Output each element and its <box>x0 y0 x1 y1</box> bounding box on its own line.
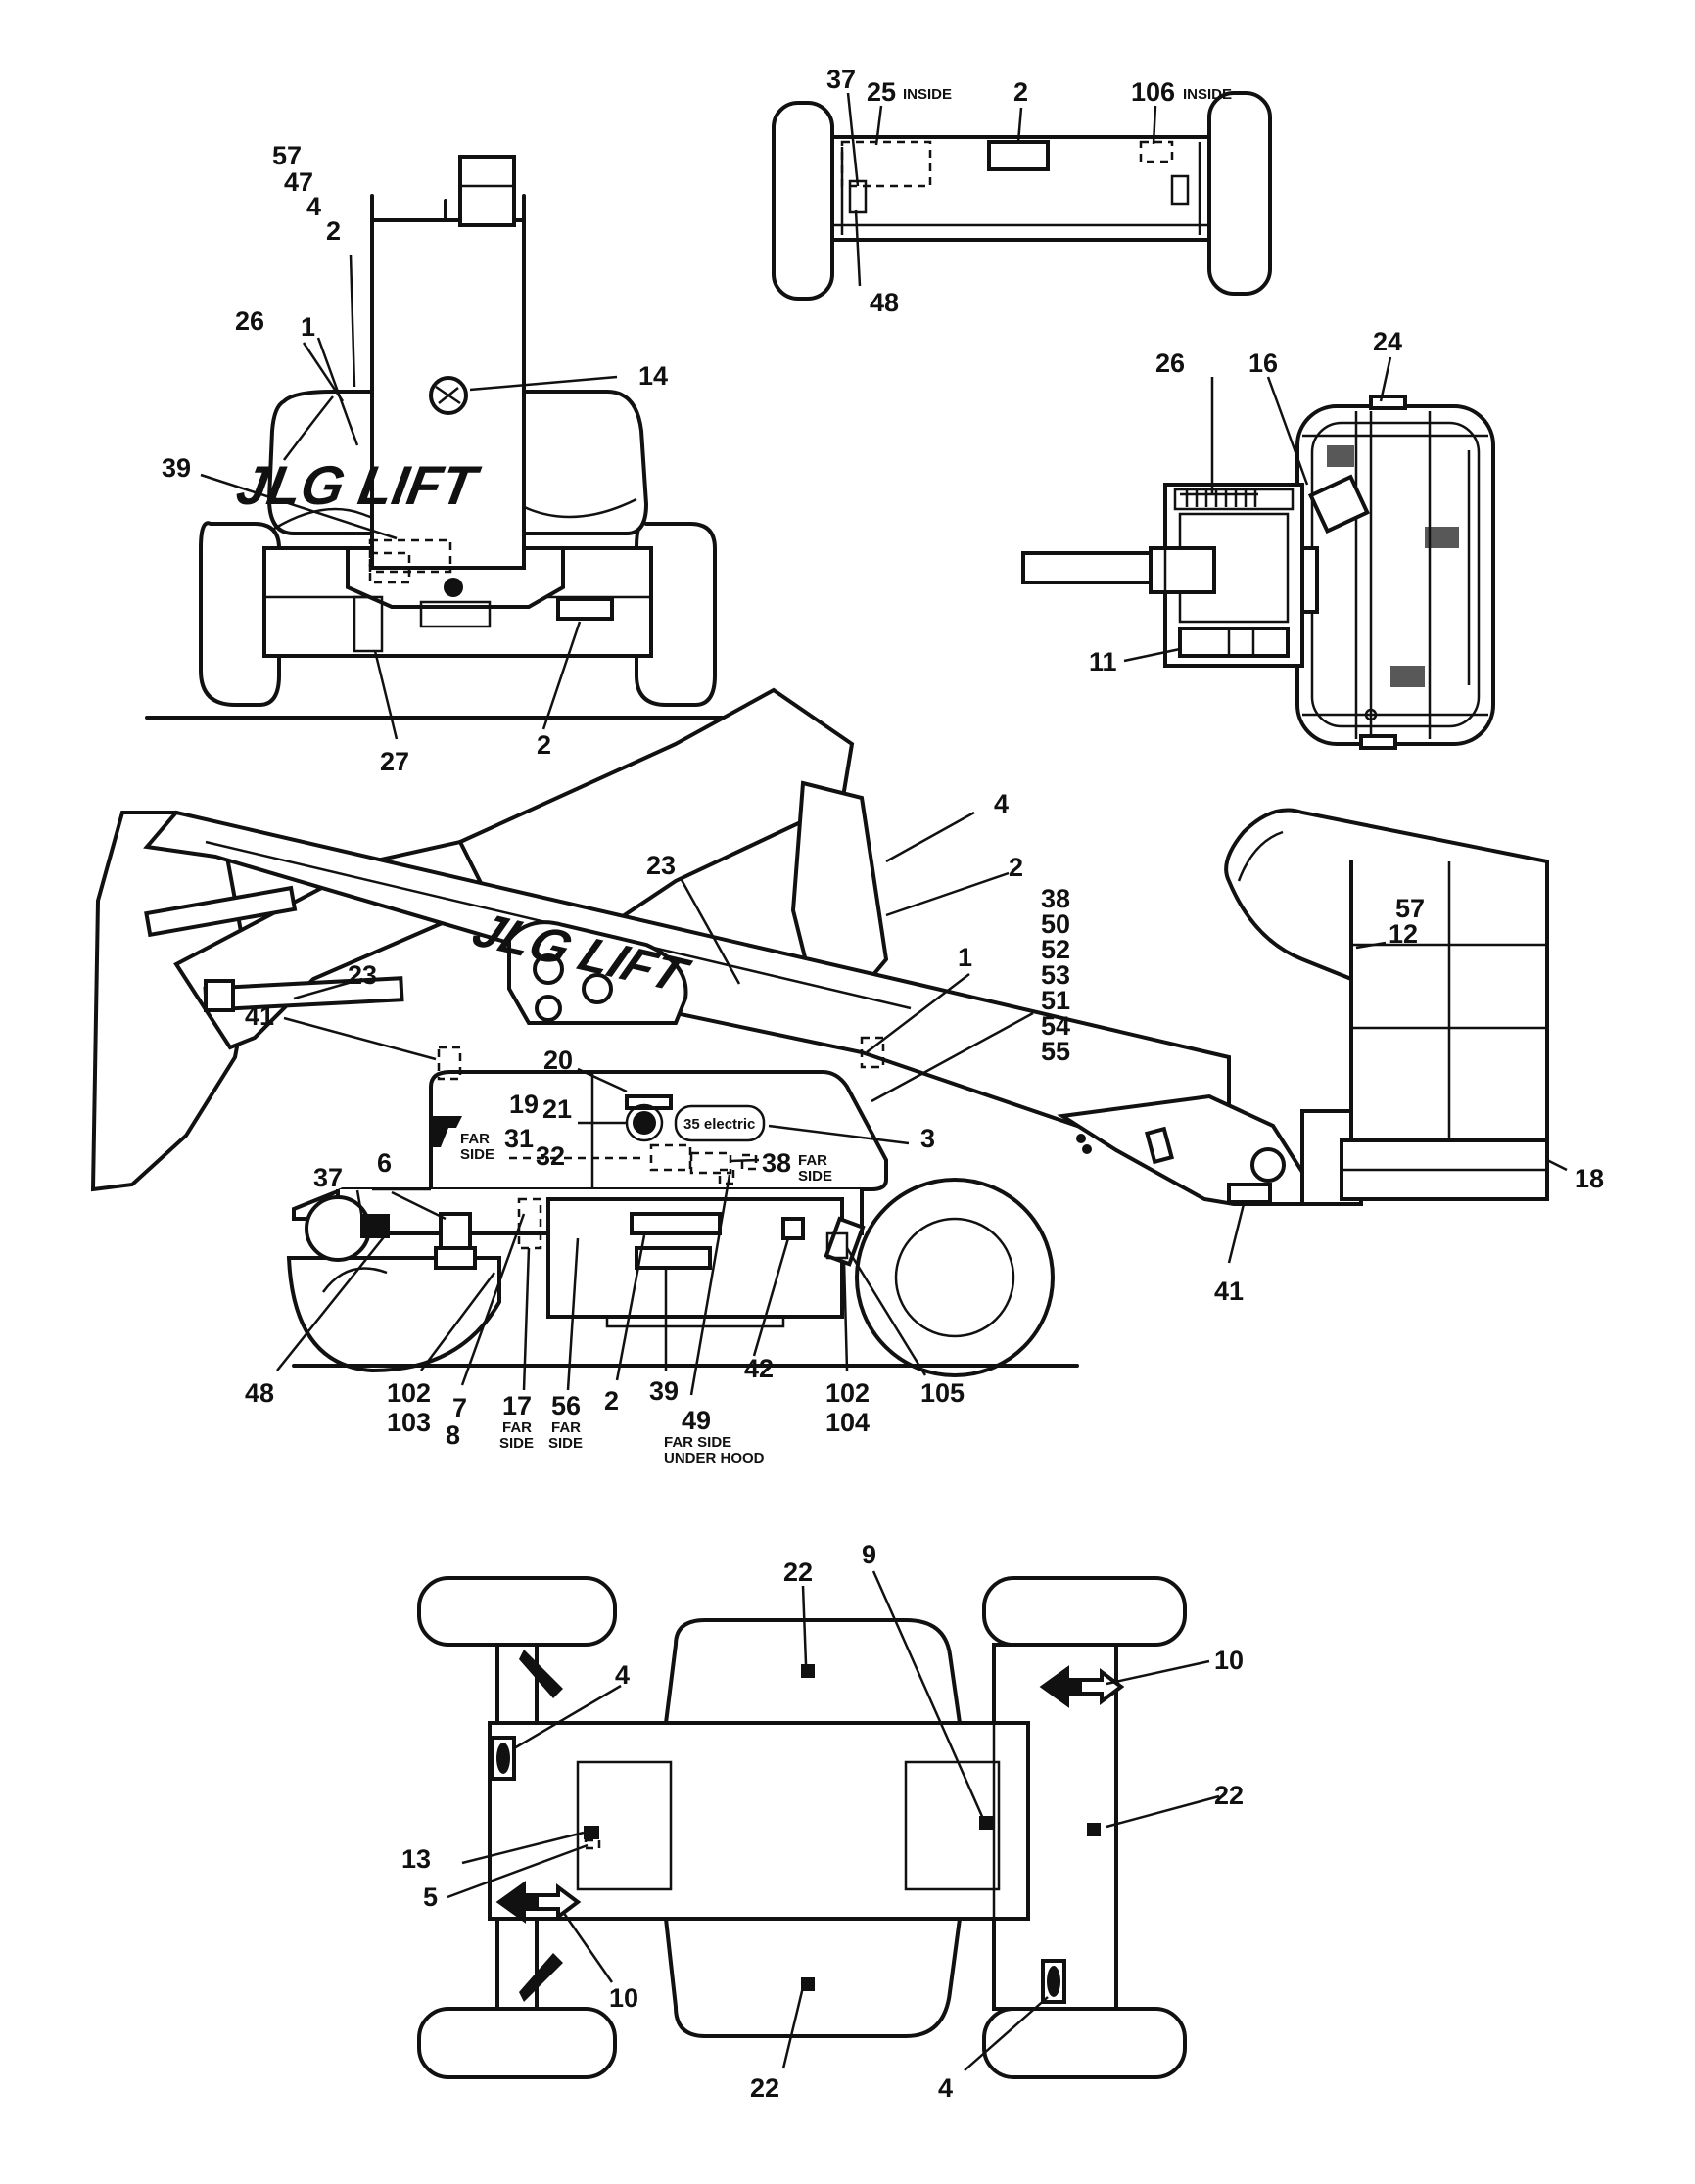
callout-side-54: 54 <box>1041 1011 1070 1041</box>
callout-side-19: 19 <box>509 1090 539 1119</box>
callout-side-20: 20 <box>543 1046 573 1075</box>
rear-view: JLG LIFT <box>145 155 756 720</box>
callout-side-8: 8 <box>446 1420 460 1450</box>
callout-side-37: 37 <box>313 1163 343 1192</box>
callout-side-104: 104 <box>825 1408 870 1437</box>
callout-side-103: 103 <box>387 1408 431 1437</box>
callout-side-31: 31 <box>504 1124 534 1153</box>
callout-rear-14: 14 <box>638 361 668 391</box>
callout-side-102a: 102 <box>387 1378 431 1408</box>
callout-plan-22a: 22 <box>783 1557 813 1587</box>
callout-side-2b: 2 <box>604 1386 619 1416</box>
note-side-side-d: SIDE <box>548 1435 583 1452</box>
callout-side-102b: 102 <box>825 1378 870 1408</box>
callout-plan-4b: 4 <box>938 2073 953 2103</box>
callout-rear-1: 1 <box>301 312 315 342</box>
note-axle-inside-25: INSIDE <box>903 86 952 103</box>
callout-plan-10a: 10 <box>1214 1646 1244 1675</box>
callout-side-55: 55 <box>1041 1037 1070 1066</box>
platform-top-view <box>1021 395 1495 750</box>
callout-side-7: 7 <box>452 1393 467 1422</box>
callout-side-48: 48 <box>245 1378 274 1408</box>
plan-view <box>417 1576 1187 2079</box>
note-side-side-b: SIDE <box>798 1168 832 1185</box>
note-axle-inside-106: INSIDE <box>1183 86 1232 103</box>
callout-side-38b: 38 <box>762 1148 791 1178</box>
callout-rear-57: 57 <box>272 141 302 170</box>
callout-rear-2: 2 <box>326 216 341 246</box>
callout-rear-47: 47 <box>284 167 313 197</box>
callout-plan-13: 13 <box>401 1844 431 1874</box>
callout-side-4: 4 <box>994 789 1009 818</box>
callout-side-56: 56 <box>551 1391 581 1420</box>
callout-side-49: 49 <box>682 1406 711 1435</box>
callout-side-51: 51 <box>1041 986 1070 1015</box>
callout-plan-5: 5 <box>423 1882 438 1912</box>
callout-side-42: 42 <box>744 1354 774 1383</box>
note-side-far-side: FAR SIDE <box>664 1434 731 1451</box>
note-side-far-d: FAR <box>551 1419 581 1436</box>
callout-plan-10b: 10 <box>609 1983 638 2013</box>
callout-rear-26: 26 <box>235 306 264 336</box>
note-side-side-a: SIDE <box>460 1146 494 1163</box>
note-side-under-hood: UNDER HOOD <box>664 1450 765 1466</box>
callout-rear-2b: 2 <box>537 730 551 760</box>
callout-side-50: 50 <box>1041 909 1070 939</box>
callout-side-21: 21 <box>542 1094 572 1124</box>
side-view: JLG LIFT 35 electric <box>90 687 1549 1377</box>
note-side-far-b: FAR <box>798 1152 827 1169</box>
callout-side-39: 39 <box>649 1376 679 1406</box>
callout-side-52: 52 <box>1041 935 1070 964</box>
note-side-far-a: FAR <box>460 1131 490 1147</box>
callout-axle-2: 2 <box>1013 77 1028 107</box>
callout-side-105: 105 <box>920 1378 965 1408</box>
callout-side-18: 18 <box>1575 1164 1604 1193</box>
callout-plan-22b: 22 <box>1214 1781 1244 1810</box>
callout-side-1: 1 <box>958 943 972 972</box>
callout-plan-22c: 22 <box>750 2073 779 2103</box>
callout-platform-11: 11 <box>1089 647 1117 676</box>
callout-side-23a: 23 <box>646 851 676 880</box>
callout-side-6: 6 <box>377 1148 392 1178</box>
callout-side-41a: 41 <box>245 1001 274 1031</box>
callout-rear-4: 4 <box>306 192 321 221</box>
callout-side-38: 38 <box>1041 884 1070 913</box>
callout-side-23b: 23 <box>348 960 377 990</box>
note-side-far-c: FAR <box>502 1419 532 1436</box>
callout-axle-37: 37 <box>826 65 856 94</box>
rear-jlg-lift-logo: JLG LIFT <box>232 454 485 516</box>
callout-rear-39: 39 <box>162 453 191 483</box>
side-model-badge: 35 electric <box>683 1116 755 1133</box>
callout-plan-9: 9 <box>862 1540 876 1569</box>
callout-axle-106: 106 <box>1131 77 1175 107</box>
callout-axle-25: 25 <box>867 77 896 107</box>
callout-side-2: 2 <box>1009 853 1023 882</box>
callout-axle-48: 48 <box>870 288 899 317</box>
callout-side-57: 57 <box>1395 894 1425 923</box>
callout-platform-26: 26 <box>1155 349 1185 378</box>
axle-top-view <box>772 91 1272 301</box>
callout-platform-24: 24 <box>1373 327 1402 356</box>
callout-side-12: 12 <box>1389 919 1418 949</box>
callout-platform-16: 16 <box>1248 349 1278 378</box>
note-side-side-c: SIDE <box>499 1435 534 1452</box>
callout-side-3: 3 <box>920 1124 935 1153</box>
callout-side-53: 53 <box>1041 960 1070 990</box>
callout-side-41b: 41 <box>1214 1277 1244 1306</box>
callout-rear-27: 27 <box>380 747 409 776</box>
callout-side-17: 17 <box>502 1391 532 1420</box>
callout-plan-4a: 4 <box>615 1660 630 1690</box>
callout-side-32: 32 <box>536 1141 565 1171</box>
